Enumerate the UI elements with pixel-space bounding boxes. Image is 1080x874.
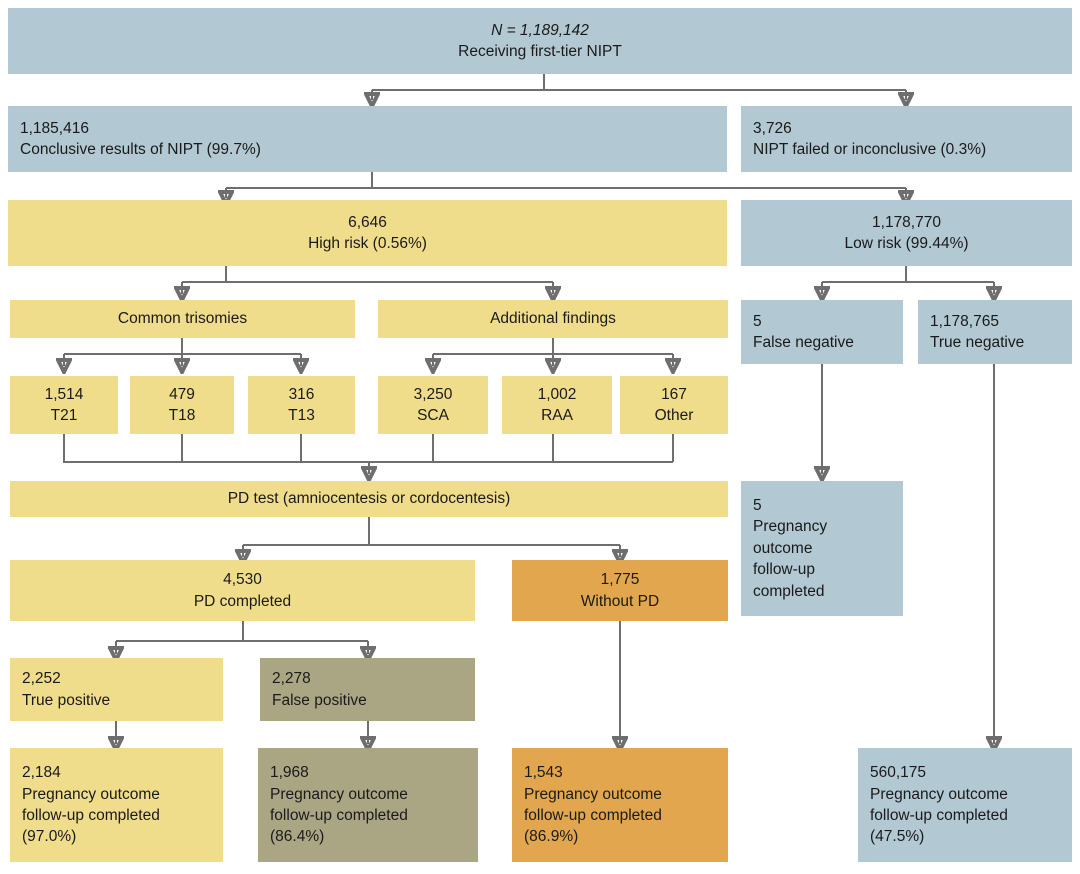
node-conclusive-results-count: 1,185,416 — [20, 119, 89, 137]
node-nipt-failed: 3,726 NIPT failed or inconclusive (0.3%) — [741, 106, 1072, 172]
node-false-negative-followup-count: 5 — [753, 497, 762, 515]
node-true-negative-followup-label: Pregnancy outcome follow-up completed (4… — [870, 785, 1008, 846]
node-without-pd-followup: 1,543 Pregnancy outcome follow-up comple… — [512, 748, 728, 862]
node-t21-label: T21 — [50, 407, 78, 424]
node-common-trisomies-label: Common trisomies — [117, 310, 248, 328]
node-total-cohort-count: N = 1,189,142 — [491, 21, 589, 39]
node-false-positive-count: 2,278 — [272, 670, 311, 688]
node-t13-label: T13 — [288, 407, 315, 424]
node-t13: 316 T13 — [248, 376, 355, 434]
node-true-negative: 1,178,765 True negative — [918, 300, 1072, 364]
node-additional-findings-label: Additional findings — [490, 310, 616, 328]
node-sca-count: 3,250 — [413, 385, 453, 403]
node-t21-count: 1,514 — [44, 385, 84, 403]
node-true-positive: 2,252 True positive — [10, 658, 223, 721]
node-false-positive-followup: 1,968 Pregnancy outcome follow-up comple… — [258, 748, 478, 862]
node-high-risk: 6,646 High risk (0.56%) — [8, 200, 727, 266]
node-false-negative-label: False negative — [753, 334, 854, 351]
node-low-risk: 1,178,770 Low risk (99.44%) — [741, 200, 1072, 266]
node-without-pd: 1,775 Without PD — [512, 560, 728, 621]
node-low-risk-label: Low risk (99.44%) — [844, 235, 969, 252]
node-true-positive-label: True positive — [22, 691, 111, 709]
node-nipt-failed-label: NIPT failed or inconclusive (0.3%) — [753, 141, 987, 158]
node-without-pd-followup-count: 1,543 — [524, 764, 563, 782]
node-false-negative-count: 5 — [753, 312, 762, 330]
node-true-negative-followup: 560,175 Pregnancy outcome follow-up comp… — [858, 748, 1072, 862]
node-raa-label: RAA — [541, 407, 573, 424]
node-false-negative-followup-label: Pregnancy outcome follow-up completed — [753, 518, 828, 600]
node-total-cohort: N = 1,189,142 Receiving first-tier NIPT — [8, 8, 1072, 74]
node-false-negative: 5 False negative — [741, 300, 903, 364]
node-raa: 1,002 RAA — [502, 376, 612, 434]
node-pd-test: PD test (amniocentesis or cordocentesis) — [10, 481, 728, 517]
node-sca-label: SCA — [417, 407, 449, 424]
node-true-positive-count: 2,252 — [22, 670, 61, 688]
node-t18-label: T18 — [168, 407, 196, 424]
node-conclusive-results-label: Conclusive results of NIPT (99.7%) — [20, 141, 261, 158]
node-false-positive: 2,278 False positive — [260, 658, 475, 721]
node-t21: 1,514 T21 — [10, 376, 118, 434]
node-pd-test-label: PD test (amniocentesis or cordocentesis) — [227, 490, 511, 508]
node-other: 167 Other — [620, 376, 728, 434]
node-true-negative-followup-count: 560,175 — [870, 764, 927, 782]
node-low-risk-count: 1,178,770 — [872, 213, 941, 231]
node-common-trisomies: Common trisomies — [10, 300, 355, 338]
node-nipt-failed-count: 3,726 — [753, 119, 792, 137]
node-false-positive-label: False positive — [272, 691, 367, 709]
node-without-pd-followup-label: Pregnancy outcome follow-up completed (8… — [524, 785, 662, 846]
node-pd-completed-count: 4,530 — [223, 571, 262, 589]
node-false-negative-followup: 5 Pregnancy outcome follow-up completed — [741, 481, 903, 616]
node-other-count: 167 — [661, 385, 687, 403]
node-conclusive-results: 1,185,416 Conclusive results of NIPT (99… — [8, 106, 727, 172]
node-without-pd-count: 1,775 — [600, 571, 640, 589]
node-false-positive-followup-label: Pregnancy outcome follow-up completed (8… — [270, 785, 408, 846]
node-true-positive-followup-label: Pregnancy outcome follow-up completed (9… — [22, 785, 160, 846]
node-false-positive-followup-count: 1,968 — [270, 764, 309, 782]
node-high-risk-label: High risk (0.56%) — [308, 235, 427, 252]
node-other-label: Other — [654, 407, 694, 424]
node-total-cohort-label: Receiving first-tier NIPT — [458, 43, 622, 60]
node-pd-completed: 4,530 PD completed — [10, 560, 475, 621]
node-t18: 479 T18 — [130, 376, 234, 434]
node-true-positive-followup-count: 2,184 — [22, 764, 61, 782]
node-t13-count: 316 — [288, 385, 315, 403]
node-pd-completed-label: PD completed — [193, 592, 292, 610]
node-additional-findings: Additional findings — [378, 300, 728, 338]
node-without-pd-label: Without PD — [580, 592, 660, 610]
node-t18-count: 479 — [169, 385, 195, 403]
node-high-risk-count: 6,646 — [348, 213, 387, 231]
node-true-negative-label: True negative — [930, 334, 1025, 351]
node-raa-count: 1,002 — [537, 385, 577, 403]
node-true-negative-count: 1,178,765 — [930, 312, 999, 330]
node-sca: 3,250 SCA — [378, 376, 488, 434]
node-true-positive-followup: 2,184 Pregnancy outcome follow-up comple… — [10, 748, 223, 862]
